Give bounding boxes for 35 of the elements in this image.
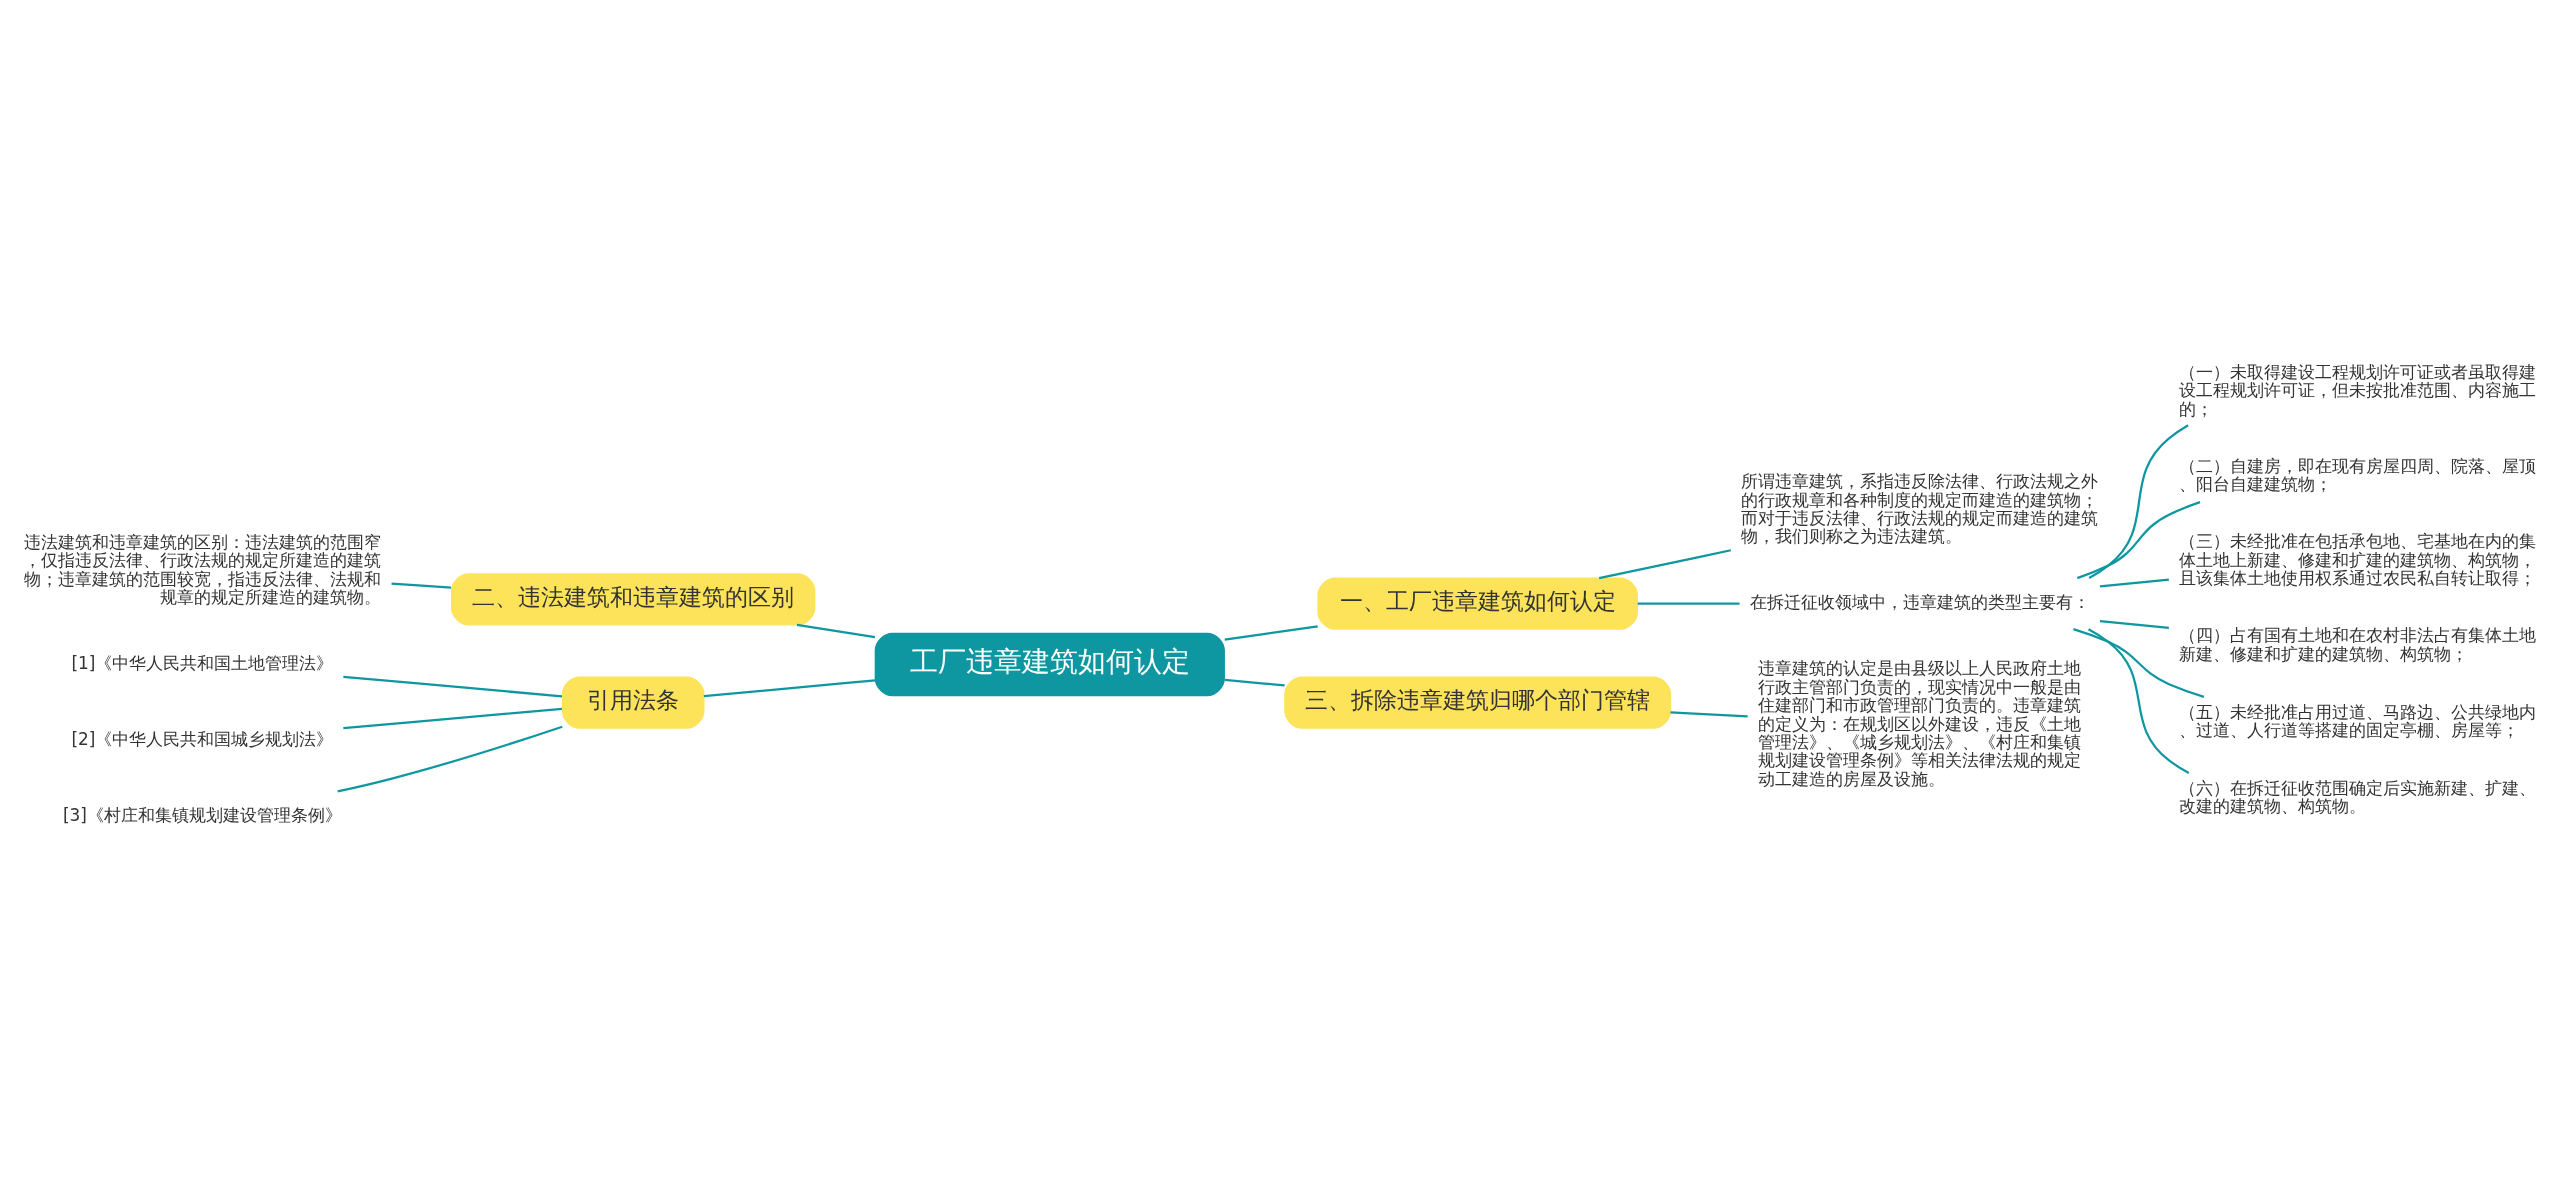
- node-text: （三）未经批准在包括承包地、宅基地在内的集体土地上新建、修建和扩建的建筑物、构筑物，且该集体土地使用权系通过农民私自转让取得；: [2178, 530, 2536, 588]
- node-box: 工厂违章建筑如何认定: [874, 632, 1225, 696]
- connector: [703, 678, 876, 697]
- node-text: （一）未取得建设工程规划许可证或者虽取得建设工程规划许可证，但未按批准范围、内容施工的；: [2178, 361, 2536, 419]
- connector: [1637, 602, 1740, 605]
- node-text: 违章建筑的认定是由县级以上人民政府土地行政主管部门负责的，现实情况中一般是由住建部门和市政管理部门负责的。违章建筑的定义为：在规划区以外建设，违反《土地管理法》、《城乡规划法》、《村庄和集镇规划建设管理条例》等相关法律法规的规定动工建造的房屋及设施。: [1758, 657, 2082, 789]
- connector: [1670, 710, 1748, 717]
- node-text: 所谓违章建筑，系指违反除法律、行政法规之外的行政规章和各种制度的规定而建造的建筑物；而对于违反法律、行政法规的规定而建造的建筑物，我们则称之为违法建筑。: [1741, 470, 2099, 546]
- node-box: 二、违法建筑和违章建筑的区别: [451, 572, 816, 626]
- connector: [2073, 627, 2205, 698]
- node-text: （五）未经批准占用过道、马路边、公共绿地内、过道、人行道等搭建的固定亭棚、房屋等；: [2178, 701, 2536, 740]
- connector: [2099, 619, 2169, 629]
- connector: [2088, 423, 2189, 579]
- node-text: （二）自建房，即在现有房屋四周、院落、屋顶、阳台自建建筑物；: [2178, 455, 2536, 494]
- node-box: 三、拆除违章建筑归哪个部门管辖: [1284, 675, 1672, 729]
- connector: [343, 675, 563, 697]
- connector: [343, 707, 563, 729]
- node-text: （六）在拆迁征收范围确定后实施新建、扩建、改建的建筑物、构筑物。: [2178, 777, 2536, 816]
- connector: [2099, 577, 2169, 587]
- node-text: 在拆迁征收领域中，违章建筑的类型主要有：: [1749, 591, 2090, 612]
- connector: [796, 623, 876, 638]
- connector: [337, 725, 563, 793]
- connector: [1598, 548, 1732, 579]
- connector: [1224, 624, 1318, 641]
- connector: [2076, 500, 2201, 579]
- node-text: 违法建筑和违章建筑的区别：违法建筑的范围窄，仅指违反法律、行政法规的规定所建造的建筑物；违章建筑的范围较宽，指违反法律、法规和规章的规定所建造的建筑物。: [24, 531, 382, 607]
- node-text: [2]《中华人民共和国城乡规划法》: [71, 728, 334, 749]
- connector: [2087, 627, 2190, 774]
- node-text: [1]《中华人民共和国土地管理法》: [71, 652, 334, 673]
- node-box: 引用法条: [561, 675, 705, 729]
- node-text: [3]《村庄和集镇规划建设管理条例》: [62, 804, 342, 825]
- node-box: 一、工厂违章建筑如何认定: [1317, 577, 1638, 630]
- connector: [1224, 678, 1285, 686]
- node-text: （四）占有国有土地和在农村非法占有集体土地新建、修建和扩建的建筑物、构筑物；: [2178, 624, 2536, 664]
- connector: [391, 581, 452, 589]
